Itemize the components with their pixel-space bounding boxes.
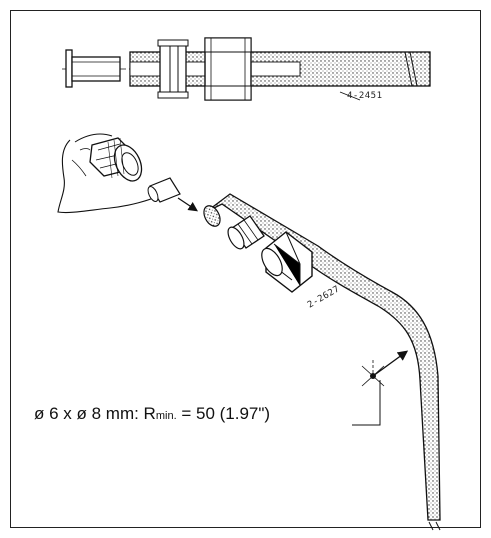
caption-prefix: ø 6 x ø 8 mm: R — [34, 404, 156, 423]
hand-outline-icon — [57, 139, 159, 214]
top-section-drawing — [62, 37, 431, 101]
fitting-body — [89, 137, 143, 182]
bend-radius-caption: ø 6 x ø 8 mm: Rmin. = 50 (1.97") — [34, 404, 270, 424]
caption-suffix: = 50 (1.97") — [176, 404, 271, 423]
compression-ring — [227, 215, 265, 250]
compression-ring-section — [157, 39, 189, 99]
union-nut — [261, 231, 313, 293]
bend-radius-marker — [352, 350, 409, 426]
figure-border — [10, 10, 481, 528]
bottom-assembly-drawing — [57, 133, 441, 531]
bent-tube — [203, 193, 441, 531]
sleeve-insert-part — [65, 49, 121, 88]
nut-section — [186, 37, 252, 101]
sleeve-insert — [147, 177, 181, 203]
caption-subscript: min. — [155, 410, 177, 422]
top-drawing-reference: 4-2451 — [347, 91, 383, 101]
